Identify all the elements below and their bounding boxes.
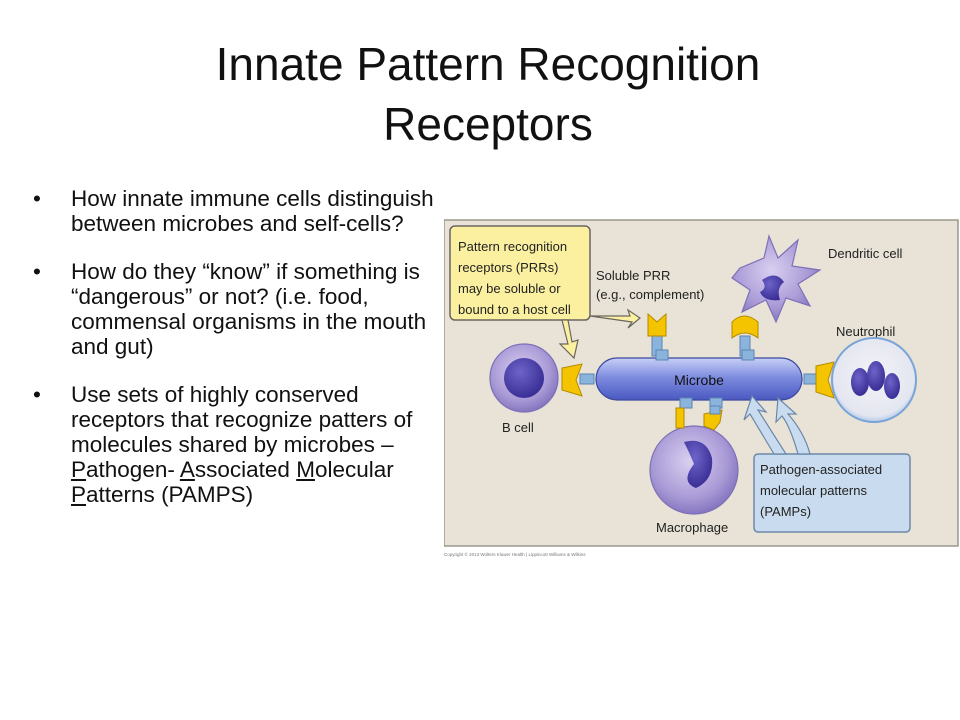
- prr-callout-arrow-right: [589, 308, 642, 329]
- bullet-item: • How do they “know” if something is “da…: [33, 259, 437, 359]
- bullet-item: • How innate immune cells distinguish be…: [33, 186, 437, 236]
- bullet-marker: •: [33, 186, 41, 211]
- acronym-letter-p: P: [71, 457, 87, 482]
- prr-callout: Pattern recognition receptors (PRRs) may…: [449, 225, 642, 360]
- bullet-text-part: ssociated: [194, 457, 297, 482]
- pamps-callout-arrow: [743, 394, 788, 455]
- soluble-prr-label: Soluble PRR: [596, 268, 670, 283]
- microbe-label: Microbe: [674, 372, 724, 388]
- bullet-text: How do they “know” if something is “dang…: [71, 259, 427, 359]
- pamps-callout-arrow-2: [775, 396, 811, 455]
- soluble-prr-icon: [647, 312, 667, 357]
- b-cell-receptor: [561, 363, 595, 397]
- macrophage: [649, 425, 739, 515]
- prr-callout-line: Pattern recognition: [458, 239, 567, 254]
- slide-title-line-2: Receptors: [383, 98, 593, 150]
- slide-title: Innate Pattern Recognition Receptors: [0, 34, 960, 154]
- macrophage-receptors: [675, 405, 723, 431]
- bullet-text-part: atterns: [86, 482, 155, 507]
- dendritic-cell: [731, 234, 822, 324]
- pamps-callout: Pathogen-associated molecular patterns (…: [743, 394, 911, 533]
- prr-callout-arrow-down: [558, 319, 579, 360]
- prr-diagram: Pattern recognition receptors (PRRs) may…: [444, 218, 960, 560]
- dendritic-cell-label: Dendritic cell: [828, 246, 903, 261]
- bullet-text-part: athogen-: [86, 457, 175, 482]
- bullet-text: Use sets of highly conserved receptors t…: [71, 382, 412, 507]
- bullet-text-part: Use sets of highly conserved receptors t…: [71, 382, 413, 457]
- prr-callout-line: may be soluble or: [458, 281, 561, 296]
- soluble-prr-label: (e.g., complement): [596, 287, 704, 302]
- bullet-marker: •: [33, 259, 41, 284]
- bullet-list: • How innate immune cells distinguish be…: [33, 186, 437, 530]
- acronym-letter-p2: P: [71, 482, 87, 507]
- bullet-marker: •: [33, 382, 41, 407]
- prr-callout-line: bound to a host cell: [458, 302, 571, 317]
- bullet-item: • Use sets of highly conserved receptors…: [33, 382, 437, 507]
- neutrophil-label: Neutrophil: [836, 324, 895, 339]
- b-cell: [489, 343, 559, 413]
- bullet-text: How innate immune cells distinguish betw…: [71, 186, 434, 236]
- pamps-callout-line: (PAMPs): [760, 504, 811, 519]
- prr-diagram-svg: Pattern recognition receptors (PRRs) may…: [444, 219, 959, 557]
- slide-title-line-1: Innate Pattern Recognition: [215, 38, 761, 90]
- dendritic-receptor: [731, 315, 759, 357]
- pamps-callout-line: molecular patterns: [760, 483, 867, 498]
- bullet-text-part: (PAMPS): [154, 482, 254, 507]
- copyright-note: Copyright © 2013 Wolters Kluwer Health |…: [444, 551, 586, 557]
- pamps-callout-line: Pathogen-associated: [760, 462, 882, 477]
- neutrophil-receptor: [803, 361, 835, 399]
- neutrophil: [831, 337, 917, 423]
- bullet-text-part: olecular: [314, 457, 394, 482]
- macrophage-label: Macrophage: [656, 520, 728, 535]
- microbe: Microbe: [595, 357, 803, 401]
- acronym-letter-a: A: [179, 457, 195, 482]
- b-cell-label: B cell: [502, 420, 534, 435]
- prr-callout-line: receptors (PRRs): [458, 260, 558, 275]
- acronym-letter-m: M: [296, 457, 315, 482]
